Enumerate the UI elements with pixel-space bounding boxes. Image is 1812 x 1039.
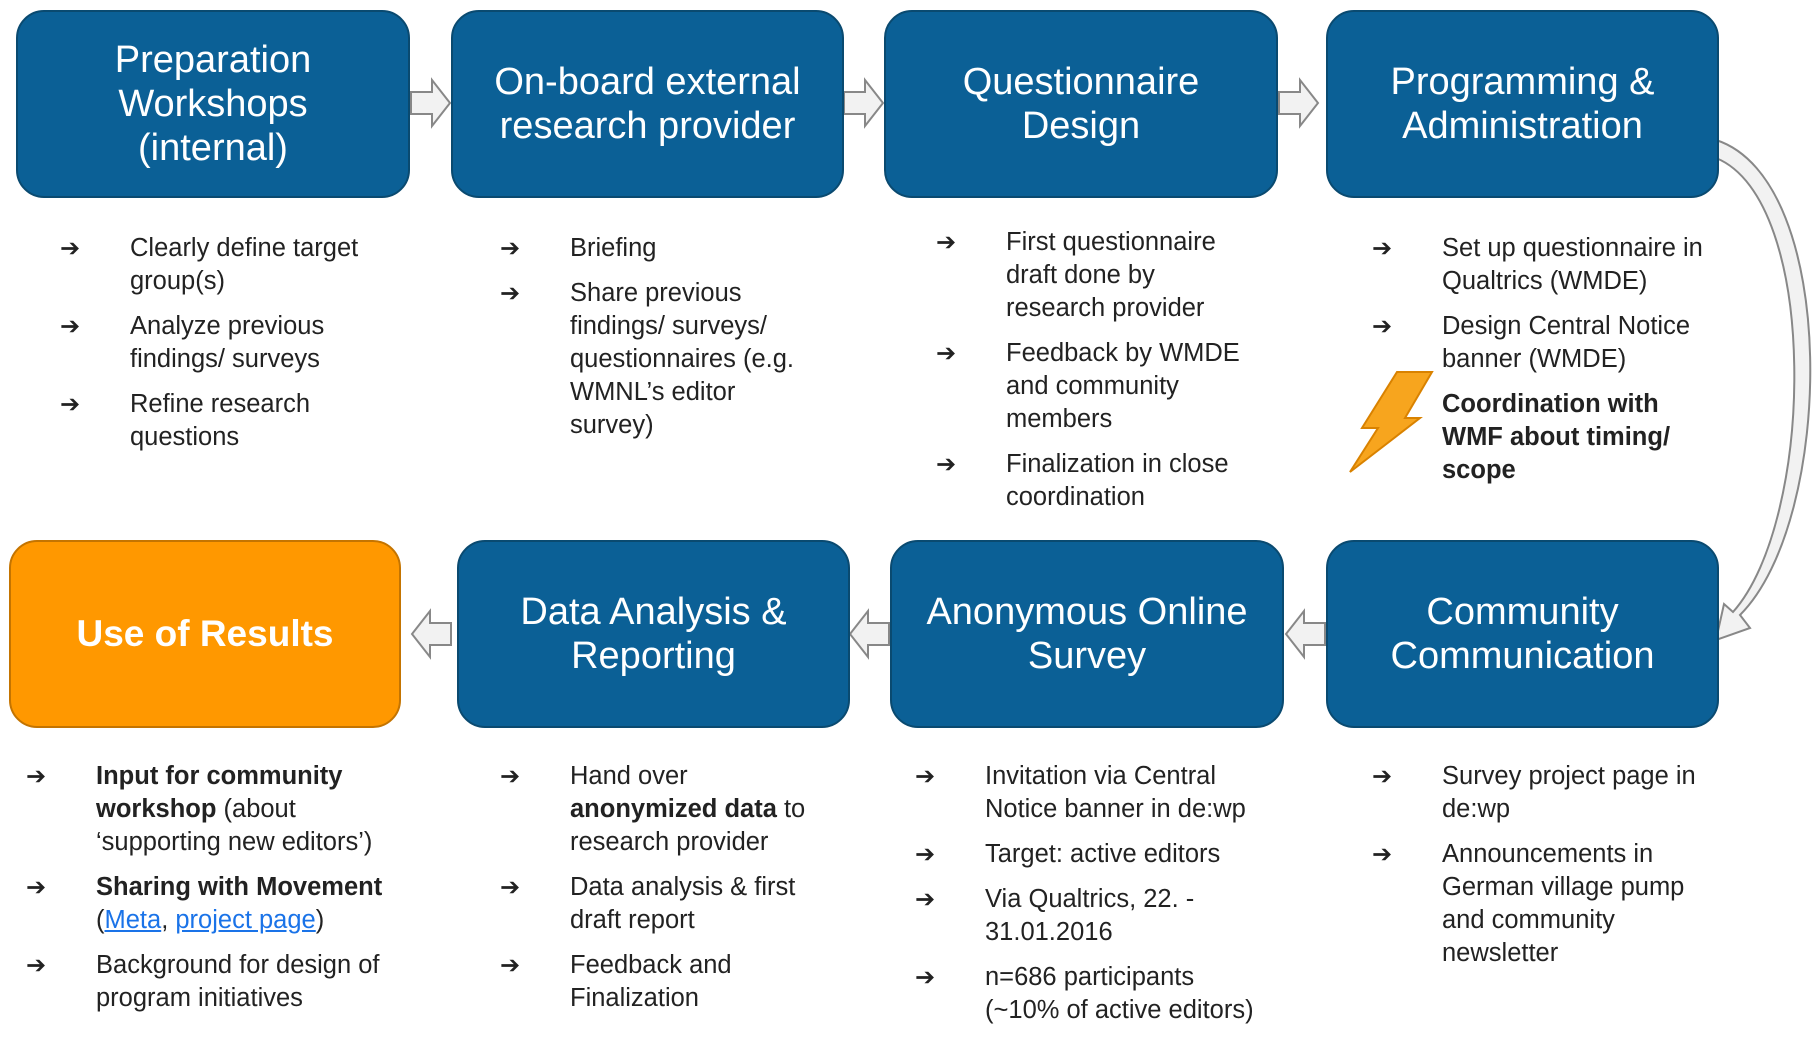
bullet-arrow-icon: ➔ [500, 280, 521, 307]
questionnaire-list: ➔First questionnaire draft done by resea… [936, 226, 1276, 526]
step-use-of-results: Use of Results [9, 540, 401, 728]
step-preparation: Preparation Workshops (internal) [16, 10, 410, 198]
community-list: ➔Survey project page in de:wp ➔Announcem… [1372, 760, 1712, 982]
bullet-arrow-icon: ➔ [936, 229, 957, 256]
left-arrow-icon [1284, 608, 1326, 660]
step-onboard: On-board external research provider [451, 10, 844, 198]
list-item: ➔Set up questionnaire in Qualtrics (WMDE… [1372, 232, 1712, 298]
bullet-arrow-icon: ➔ [915, 841, 936, 868]
lightning-icon [1349, 371, 1434, 473]
step-label: On-board external research provider [494, 61, 801, 147]
list-item: ➔Analyze previous findings/ surveys [60, 310, 390, 376]
right-arrow-icon [1278, 77, 1320, 129]
step-data-analysis: Data Analysis & Reporting [457, 540, 850, 728]
bullet-arrow-icon: ➔ [60, 391, 81, 418]
bullet-arrow-icon: ➔ [915, 886, 936, 913]
list-item: ➔ Input for community workshop (about ‘s… [26, 760, 416, 859]
right-arrow-icon [843, 77, 885, 129]
bullet-arrow-icon: ➔ [1372, 763, 1393, 790]
results-list: ➔ Input for community workshop (about ‘s… [26, 760, 416, 1027]
curved-arrow-icon [1714, 138, 1812, 642]
onboard-list: ➔Briefing ➔Share previous findings/ surv… [500, 232, 830, 454]
list-item: ➔Data analysis & first draft report [500, 871, 840, 937]
bullet-arrow-icon: ➔ [1372, 313, 1393, 340]
list-item: ➔Announcements in German village pump an… [1372, 838, 1712, 970]
bullet-arrow-icon: ➔ [915, 964, 936, 991]
step-label: Preparation Workshops (internal) [114, 39, 312, 169]
bullet-arrow-icon: ➔ [26, 874, 47, 901]
bullet-arrow-icon: ➔ [26, 952, 47, 979]
step-label: Data Analysis & Reporting [520, 591, 787, 677]
step-label: Anonymous Online Survey [926, 591, 1248, 677]
project-page-link[interactable]: project page [175, 906, 316, 934]
bullet-arrow-icon: ➔ [500, 952, 521, 979]
bullet-arrow-icon: ➔ [500, 763, 521, 790]
list-item: ➔Finalization in close coordination [936, 448, 1276, 514]
list-item: ➔Clearly define target group(s) [60, 232, 390, 298]
right-arrow-icon [410, 77, 452, 129]
list-item: ➔Refine research questions [60, 388, 390, 454]
step-label: Community Communication [1390, 591, 1655, 677]
step-community: Community Communication [1326, 540, 1719, 728]
bullet-arrow-icon: ➔ [1372, 235, 1393, 262]
step-online-survey: Anonymous Online Survey [890, 540, 1284, 728]
list-item: ➔Invitation via Central Notice banner in… [915, 760, 1275, 826]
meta-link[interactable]: Meta [104, 906, 162, 934]
list-item: ➔Design Central Notice banner (WMDE) [1372, 310, 1712, 376]
list-item: ➔First questionnaire draft done by resea… [936, 226, 1276, 325]
step-questionnaire: Questionnaire Design [884, 10, 1278, 198]
bullet-arrow-icon: ➔ [936, 340, 957, 367]
bullet-arrow-icon: ➔ [936, 451, 957, 478]
list-item: Coordination with WMF about timing/ scop… [1442, 390, 1671, 484]
left-arrow-icon [848, 608, 890, 660]
list-item: ➔Share previous findings/ surveys/ quest… [500, 277, 830, 442]
list-item: ➔Background for design of program initia… [26, 949, 416, 1015]
analysis-list: ➔ Hand over anonymized data to research … [500, 760, 840, 1027]
list-item: ➔Briefing [500, 232, 830, 265]
list-item: ➔Feedback and Finalization [500, 949, 840, 1015]
preparation-list: ➔Clearly define target group(s) ➔Analyze… [60, 232, 390, 466]
bullet-arrow-icon: ➔ [915, 763, 936, 790]
list-item: ➔Feedback by WMDE and community members [936, 337, 1276, 436]
step-label: Questionnaire Design [962, 61, 1200, 147]
bullet-arrow-icon: ➔ [60, 313, 81, 340]
list-item: ➔n=686 participants (~10% of active edit… [915, 961, 1275, 1027]
programming-list: ➔Set up questionnaire in Qualtrics (WMDE… [1372, 232, 1712, 499]
bullet-arrow-icon: ➔ [1372, 841, 1393, 868]
list-item: ➔ Hand over anonymized data to research … [500, 760, 840, 859]
left-arrow-icon [410, 608, 452, 660]
list-item: ➔Via Qualtrics, 22. - 31.01.2016 [915, 883, 1275, 949]
bullet-arrow-icon: ➔ [26, 763, 47, 790]
list-item: ➔ Sharing with Movement(Meta, project pa… [26, 871, 416, 937]
list-item: ➔Survey project page in de:wp [1372, 760, 1712, 826]
survey-list: ➔Invitation via Central Notice banner in… [915, 760, 1275, 1039]
bullet-arrow-icon: ➔ [500, 235, 521, 262]
list-item: ➔Target: active editors [915, 838, 1275, 871]
step-label: Use of Results [76, 613, 334, 654]
bullet-arrow-icon: ➔ [500, 874, 521, 901]
step-programming: Programming & Administration [1326, 10, 1719, 198]
step-label: Programming & Administration [1390, 61, 1655, 147]
bullet-arrow-icon: ➔ [60, 235, 81, 262]
